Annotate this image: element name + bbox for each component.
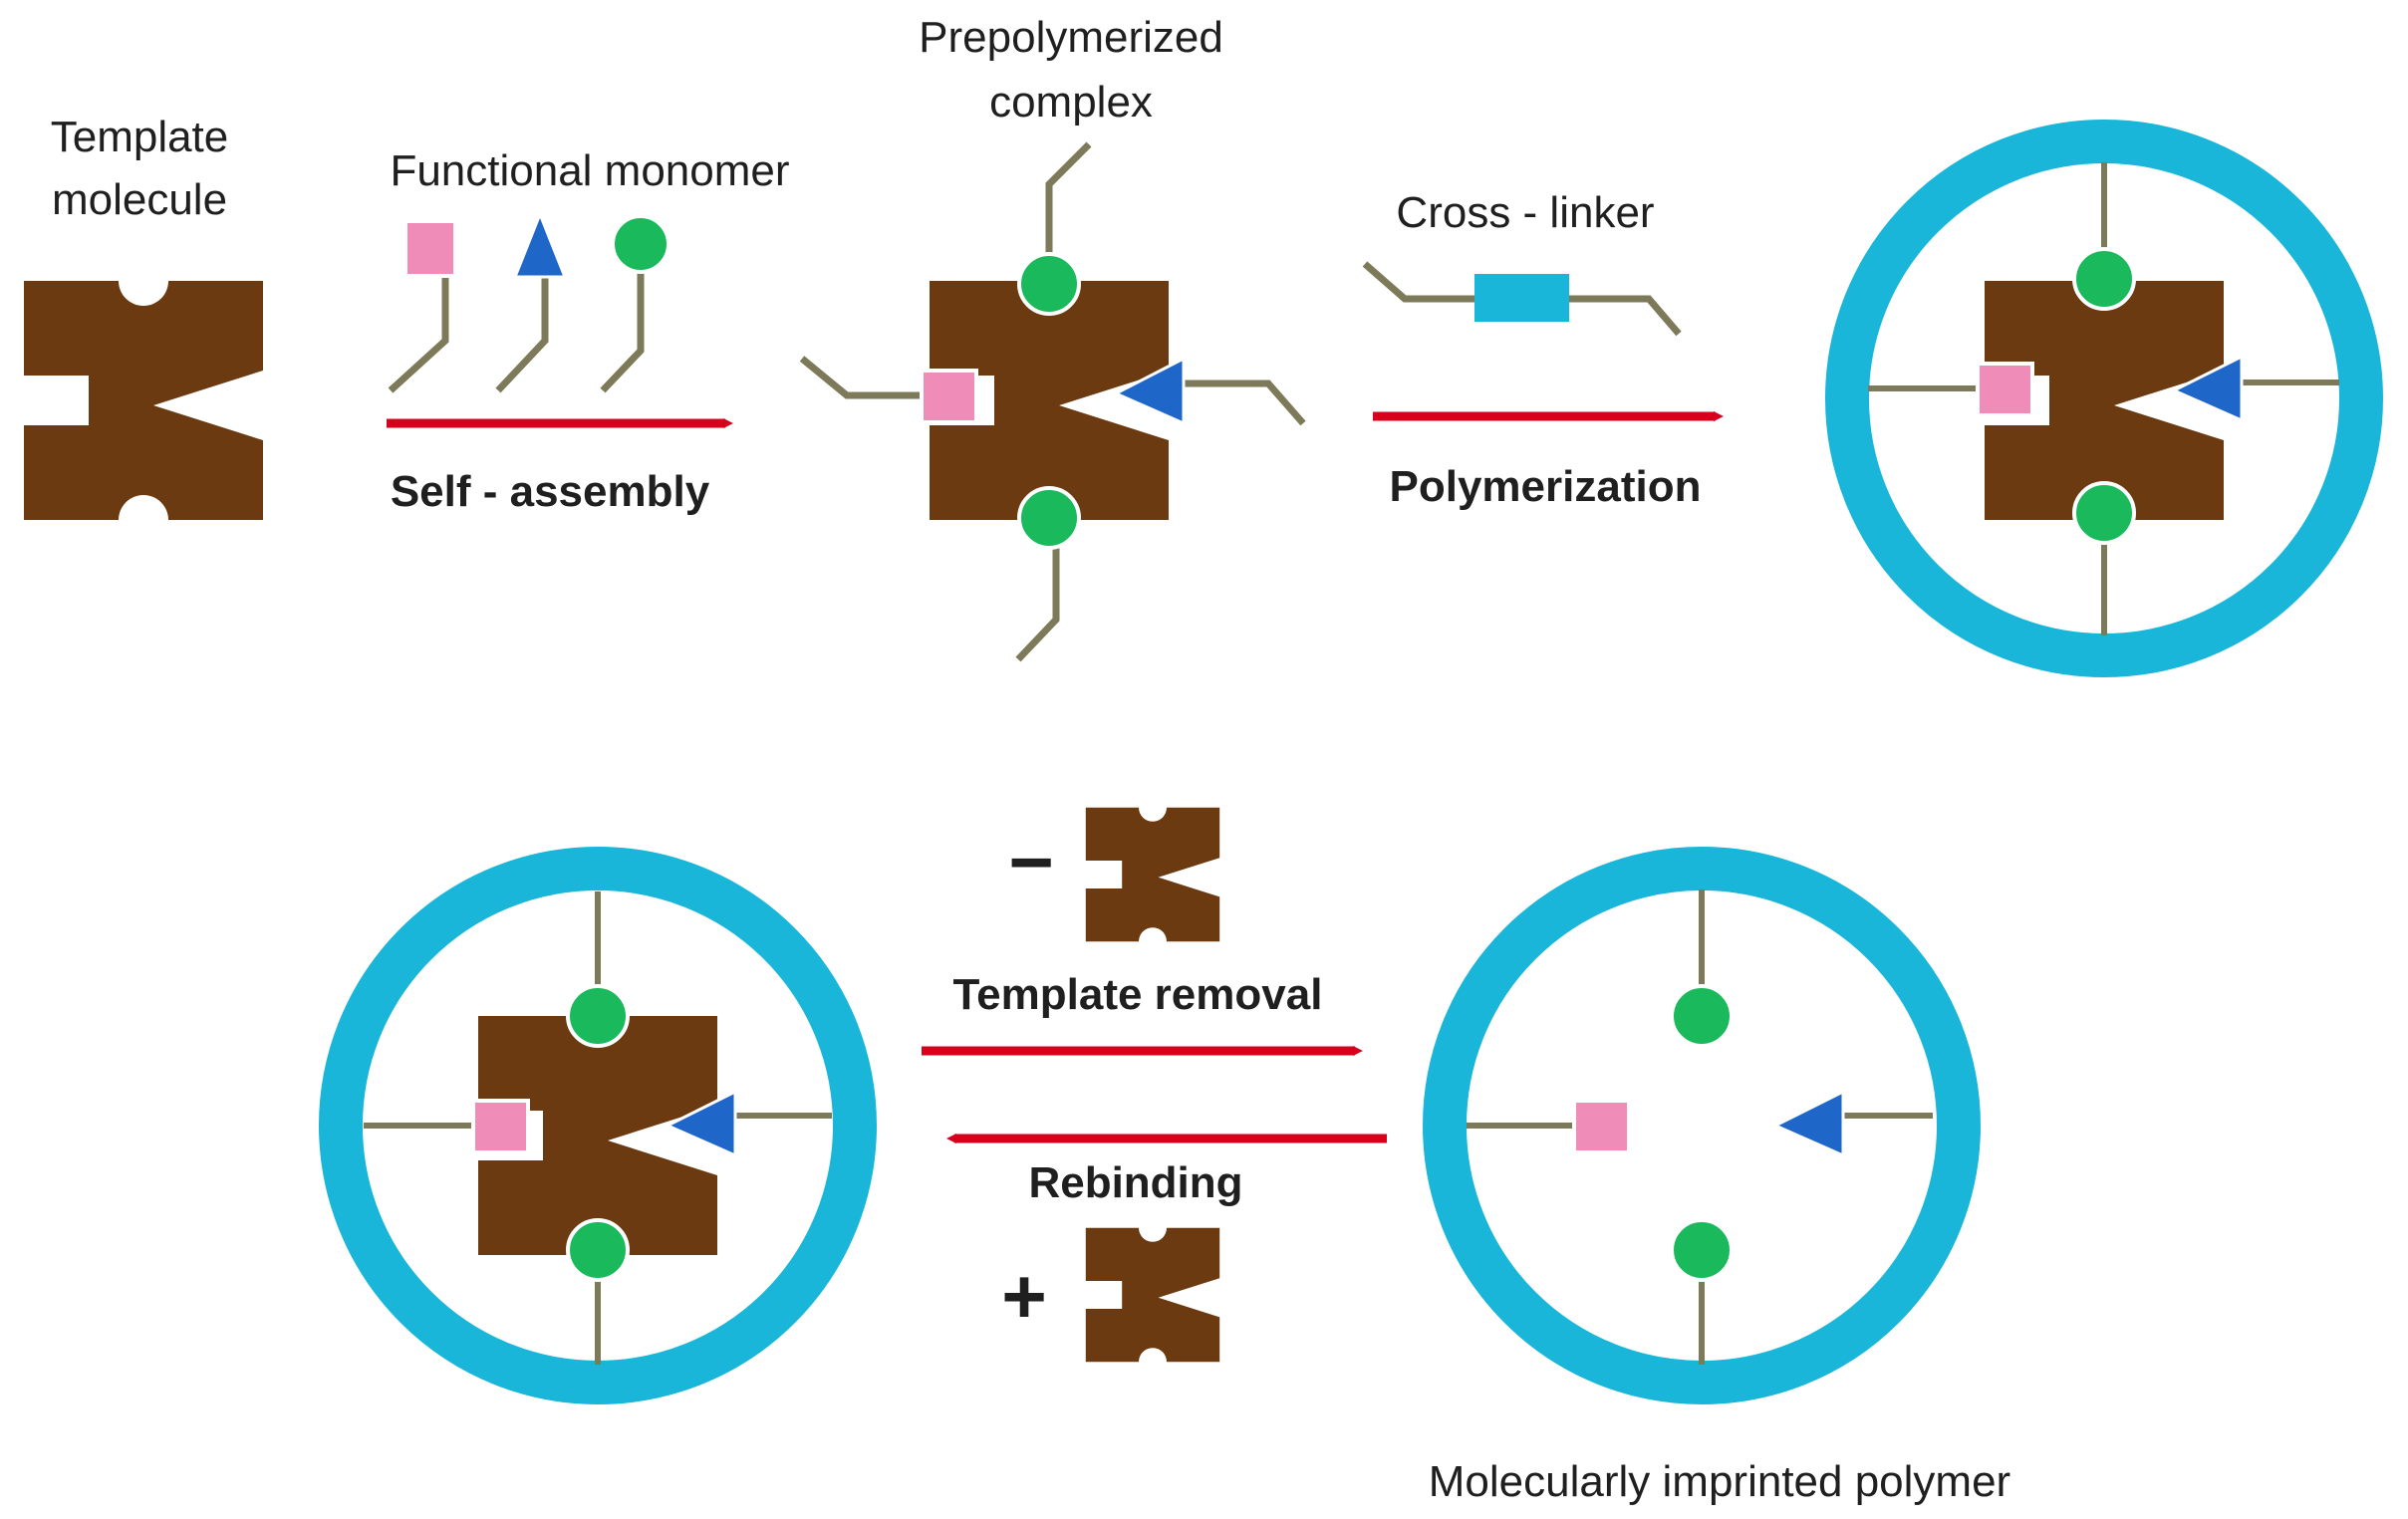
cross-linker-icon <box>1362 261 1682 337</box>
polymerization-label: Polymerization <box>1390 462 1702 511</box>
minus-sign: − <box>1008 818 1054 905</box>
molecularly-imprinted-polymer <box>1423 847 1981 1404</box>
plus-sign: + <box>1001 1252 1047 1340</box>
prepolymerized-label-line1: Prepolymerized <box>919 13 1223 62</box>
triangle-monomer-icon <box>495 209 568 393</box>
template-molecule-label-line2: molecule <box>52 175 227 224</box>
template-removal-label: Template removal <box>953 970 1323 1019</box>
polymer-ring-icon <box>1825 120 2383 677</box>
prepolymerized-complex <box>799 141 1306 662</box>
square-monomer-icon <box>388 219 457 393</box>
prepolymerized-label-line2: complex <box>989 78 1153 127</box>
circle-monomer-icon <box>600 214 670 393</box>
template-molecule-icon <box>24 281 263 520</box>
cross-linker-label: Cross - linker <box>1396 188 1654 237</box>
template-molecule-icon-minus <box>1085 807 1220 942</box>
polymer-ring-with-template <box>319 847 877 1404</box>
template-molecule-icon-plus <box>1085 1227 1220 1363</box>
self-assembly-label: Self - assembly <box>391 467 710 516</box>
rebinding-label: Rebinding <box>1028 1158 1242 1207</box>
template-molecule-label-line1: Template <box>51 113 229 161</box>
functional-monomer-label: Functional monomer <box>390 146 789 195</box>
mip-label: Molecularly imprinted polymer <box>1429 1457 2010 1506</box>
